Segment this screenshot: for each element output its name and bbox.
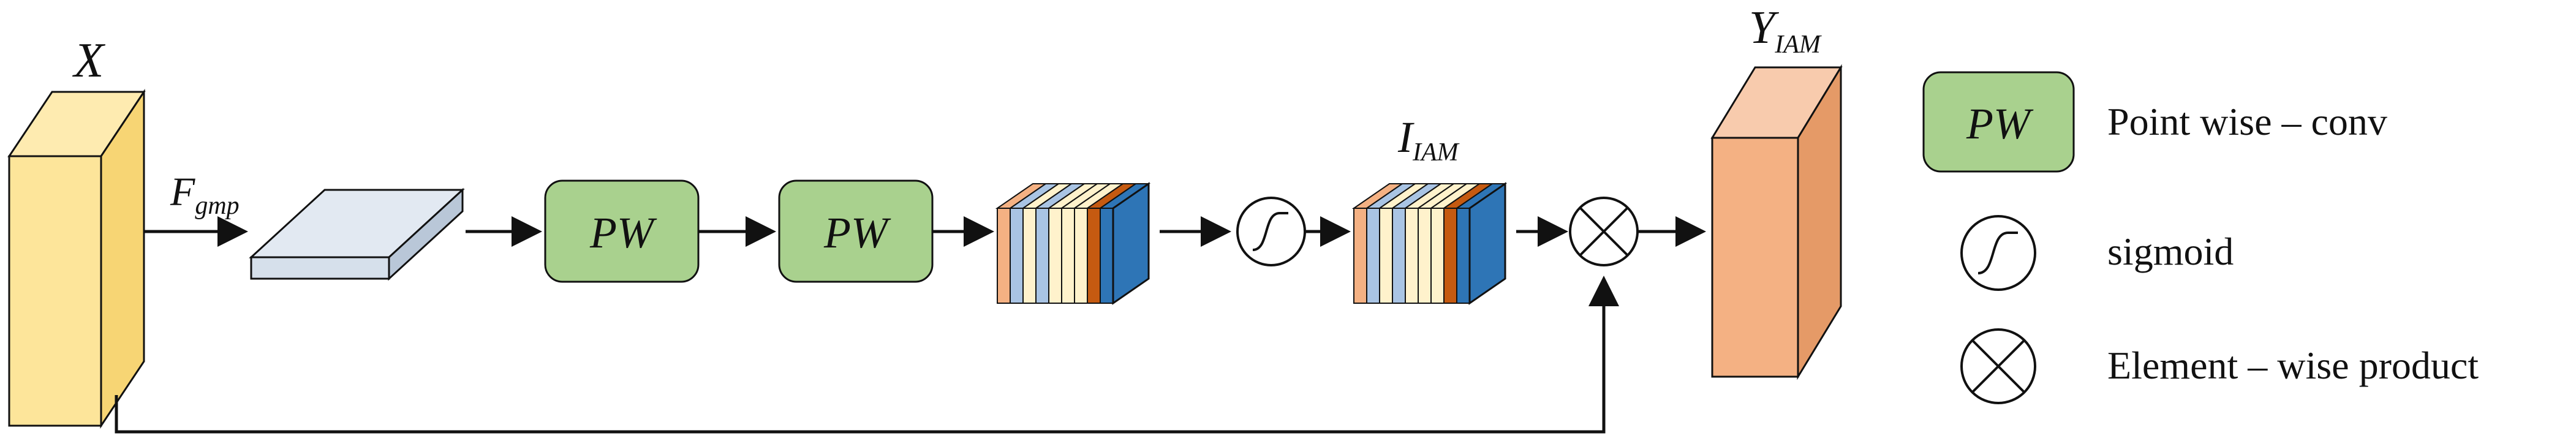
legend-sigmoid-text: sigmoid [2107, 230, 2234, 273]
input-feature-block [7, 89, 146, 429]
pw-block-2-label: PW [823, 208, 891, 257]
legend-pw-text: Point wise – conv [2107, 100, 2387, 143]
tensor-stripe-front [1418, 208, 1432, 304]
legend-pw-symbol: PW [1966, 99, 2034, 148]
pw-block-1: PW [544, 179, 700, 283]
gmp-slab [249, 187, 465, 281]
tensor-stripe-front [1048, 208, 1062, 304]
sigmoid-icon [1236, 197, 1306, 266]
output-feature-block [1710, 64, 1843, 380]
tensor-stripe-front [997, 208, 1011, 304]
output-label-sub: IAM [1774, 31, 1822, 59]
tensor-stripe-front [1100, 208, 1114, 304]
tensor-stripe-front [1430, 208, 1445, 304]
tensor-stripe-front [1061, 208, 1075, 304]
output-label: YIAM [1749, 2, 1822, 59]
input-label: X [72, 34, 106, 88]
tensor-stripe-front [1366, 208, 1380, 304]
pw-block-2: PW [778, 179, 934, 283]
tensor-side-face [1112, 182, 1150, 305]
legend-product-text: Element – wise product [2107, 344, 2479, 387]
attention-label-sub: IAM [1412, 138, 1460, 167]
tensor-stripe-front [1074, 208, 1088, 304]
skip-connection-arrow [115, 276, 1619, 434]
tensor-stripe-front [1392, 208, 1406, 304]
tensor-stripe-front [1010, 208, 1024, 304]
legend-product-icon [1960, 328, 2036, 404]
attention-label-base: I [1397, 113, 1415, 162]
tensor-stripe-front [1035, 208, 1049, 304]
output-label-base: Y [1749, 2, 1780, 53]
legend: PW Point wise – conv sigmoid Element – w… [1922, 71, 2479, 404]
legend-product-item: Element – wise product [1960, 328, 2479, 404]
pw-block-1-label: PW [589, 208, 657, 257]
channel-weight-tensor [995, 182, 1151, 305]
legend-pw-item: PW Point wise – conv [1922, 71, 2387, 173]
tensor-side-face [1468, 182, 1506, 305]
gmp-label-sub: gmp [195, 192, 239, 220]
attention-label: IIAM [1397, 113, 1460, 167]
tensor-stripe-front [1443, 208, 1457, 304]
tensor-stripe-front [1353, 208, 1367, 304]
tensor-stripe-front [1456, 208, 1470, 304]
element-wise-product-icon [1569, 197, 1639, 266]
tensor-stripe-front [1087, 208, 1101, 304]
legend-pw-swatch [1922, 71, 2075, 173]
attention-tensor [1351, 182, 1508, 305]
tensor-stripe-front [1379, 208, 1393, 304]
gmp-label-base: F [170, 170, 195, 214]
legend-sigmoid-icon [1960, 215, 2036, 291]
gmp-label: Fgmp [170, 170, 240, 220]
legend-sigmoid-item: sigmoid [1960, 215, 2234, 291]
tensor-stripe-front [1022, 208, 1037, 304]
tensor-stripe-front [1405, 208, 1419, 304]
